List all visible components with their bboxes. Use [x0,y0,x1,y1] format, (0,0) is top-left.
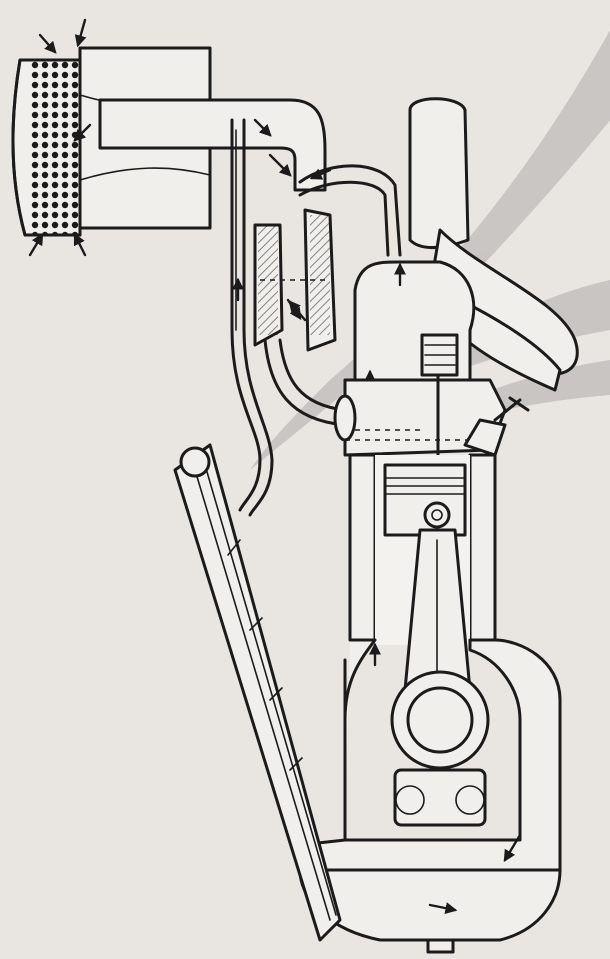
cooling-fan [408,97,579,392]
return-hose [263,338,420,442]
crankcase-vent-valve [253,208,337,352]
piston [383,463,467,537]
crankcase [298,638,562,942]
crankshaft [390,670,490,827]
oil-pan [298,868,562,954]
breather-tube [298,164,402,257]
timing-belt [173,443,342,942]
dipstick-tube [230,118,274,517]
spark-plug [463,396,530,457]
